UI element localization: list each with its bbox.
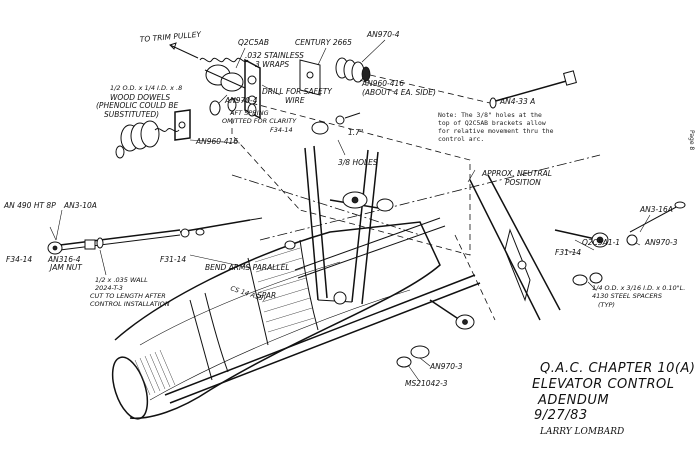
label-an970-3-bottom: AN970-3 xyxy=(429,362,463,371)
label-ms21042-3: MS21042-3 xyxy=(405,379,448,388)
spar-hatching xyxy=(254,247,315,333)
callout-labels: TO TRIM PULLEY Q2C5AB CENTURY 2665 AN970… xyxy=(3,30,685,388)
title-line-4: 9/27/83 xyxy=(534,408,588,423)
label-an316-4: AN316-4 xyxy=(47,255,81,264)
note-line-1: Note: The 3/8" holes at the xyxy=(438,111,542,119)
label-omitted: OMITTED FOR CLARITY xyxy=(222,117,297,125)
label-an4-33a: AN4-33 A xyxy=(499,97,535,106)
pushrod-assembly xyxy=(47,217,263,276)
leader-lines xyxy=(49,39,651,383)
label-jam-nut: JAM NUT xyxy=(48,263,83,272)
label-wraps: 3 WRAPS xyxy=(255,60,289,69)
page-label: Page 8 xyxy=(688,130,695,150)
label-bend-arms: BEND ARMS PARALLEL xyxy=(205,263,290,272)
label-an970-4-top: AN970-4 xyxy=(366,30,400,39)
title-block: Q.A.C. CHAPTER 10(A) ELEVATOR CONTROL AD… xyxy=(532,361,695,437)
label-an960-416-about: AN960-416 xyxy=(361,79,404,88)
label-phenolic: (PHENOLIC COULD BE xyxy=(96,101,178,110)
label-drill: DRILL FOR SAFETY xyxy=(262,87,333,96)
elevator-arms xyxy=(304,145,394,305)
label-stainless: .032 STAINLESS xyxy=(245,51,304,60)
label-q2c5ab: Q2C5AB xyxy=(238,38,269,47)
label-tube: 1/2 x .035 WALL xyxy=(95,276,148,284)
label-spacers-1: 1/4 O.D. x 3/16 I.D. x 0.10"L. xyxy=(592,284,685,292)
label-substituted: SUBSTITUTED) xyxy=(104,110,159,119)
note-line-3: for relative movement thru the xyxy=(438,127,554,135)
title-line-1: Q.A.C. CHAPTER 10(A) xyxy=(540,361,695,376)
label-control-install: CONTROL INSTALLATION xyxy=(90,300,170,308)
note-line-2: top of Q2C5AB brackets allow xyxy=(438,119,546,127)
note-line-4: control arc. xyxy=(438,135,484,143)
label-holes: 3/8 HOLES xyxy=(338,158,378,167)
label-cut-to-length: CUT TO LENGTH AFTER xyxy=(90,292,166,300)
label-f34-14-left: F34-14 xyxy=(6,255,32,264)
label-an3-16a: AN3-16A xyxy=(639,205,673,214)
label-aft-spring: AFT SPRING xyxy=(229,109,269,117)
label-century-2665: CENTURY 2665 xyxy=(295,38,352,47)
label-wire: WIRE xyxy=(285,96,305,105)
note-block: Note: The 3/8" holes at the top of Q2C5A… xyxy=(438,111,554,143)
label-wood-dowels: WOOD DOWELS xyxy=(110,93,170,102)
label-position: POSITION xyxy=(505,178,541,187)
label-an970-4-mid: AN970-4 xyxy=(224,96,258,105)
label-spacers-3: (TYP) xyxy=(598,301,615,309)
right-side-parts xyxy=(396,174,686,368)
label-od-id: 1/2 O.D. x 1/4 I.D. x .8 xyxy=(110,84,182,92)
label-q2c5a1-1: Q2C5A1-1 xyxy=(582,238,620,247)
label-dim-17: 1.7" xyxy=(348,128,363,137)
label-to-trim-pulley: TO TRIM PULLEY xyxy=(139,30,202,44)
label-an3-10a: AN3-10A xyxy=(63,201,97,210)
label-f34-14-top: F34-14 xyxy=(270,126,293,134)
signature: LARRY LOMBARD xyxy=(539,427,624,437)
label-f31-14-left: F31-14 xyxy=(160,255,186,264)
title-line-2: ELEVATOR CONTROL xyxy=(532,377,674,392)
label-approx-neutral: APPROX. NEUTRAL xyxy=(481,169,552,178)
label-an490-ht8p: AN 490 HT 8P xyxy=(3,201,56,210)
label-spacers-2: 4130 STEEL SPACERS xyxy=(592,292,662,300)
tube-hatching xyxy=(134,349,176,396)
pulley-assembly xyxy=(115,42,577,250)
label-alloy: 2024-T-3 xyxy=(95,284,123,292)
fuselage-tube xyxy=(111,217,481,420)
label-about-ea-side: (ABOUT 4 EA. SIDE) xyxy=(362,88,436,97)
label-f31-14-right: F31-14 xyxy=(555,248,581,257)
label-spar: SPAR xyxy=(257,291,276,300)
label-cs14-assy: CS 14 ASSY xyxy=(229,284,268,304)
label-an960-416: AN960-416 xyxy=(195,137,238,146)
label-an970-3-right: AN970-3 xyxy=(644,238,678,247)
title-line-3: ADENDUM xyxy=(537,393,609,408)
